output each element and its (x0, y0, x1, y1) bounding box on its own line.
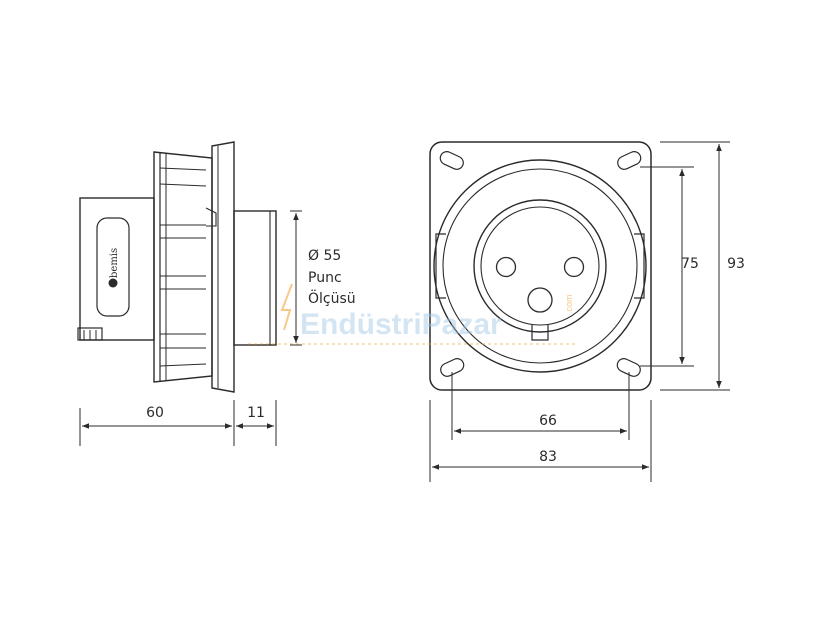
mounting-flange (211, 141, 235, 393)
total-width-value: 83 (539, 449, 557, 465)
diameter-label: Ø 55 (308, 248, 341, 264)
brand-logo-icon (108, 278, 118, 288)
watermark-text: EndüstriPazar (300, 308, 502, 341)
brand-text: bemis (109, 248, 120, 278)
mounting-slot (617, 151, 642, 170)
pin-hole (563, 256, 585, 278)
front-socket-cylinder (233, 210, 277, 346)
mounting-slots (439, 151, 642, 377)
front-depth-value: 11 (247, 405, 265, 421)
latch (205, 207, 217, 227)
pin-hole (495, 256, 517, 278)
watermark-suffix: .com (564, 294, 574, 314)
hole-spacing-v-value: 75 (681, 256, 699, 272)
body-ribs (159, 167, 207, 367)
watermark: EndüstriPazar .com (248, 283, 575, 345)
front-plate (429, 141, 652, 391)
keyway (531, 325, 549, 341)
depth-value: 60 (146, 405, 164, 421)
mounting-slot (439, 151, 464, 170)
socket-face-inner (480, 206, 600, 326)
earth-pin-hole (527, 287, 553, 313)
front-view: 66 83 75 93 (429, 141, 745, 482)
right-lug (634, 233, 645, 299)
hole-spacing-h-value: 66 (539, 413, 557, 429)
lightning-icon (280, 283, 293, 331)
punch-label-line1: Punc (308, 270, 342, 286)
left-lug (435, 233, 446, 299)
mounting-slot (616, 358, 641, 377)
brand-label-plate (96, 217, 130, 317)
inner-ring (442, 168, 638, 364)
outer-ring (433, 159, 647, 373)
socket-face (473, 199, 607, 333)
total-height-value: 93 (727, 256, 745, 272)
punch-label-line2: Ölçüsü (308, 289, 356, 307)
side-view: bemis Ø 55 Punc Ölçüsü (77, 141, 356, 446)
mounting-slot (440, 358, 465, 377)
